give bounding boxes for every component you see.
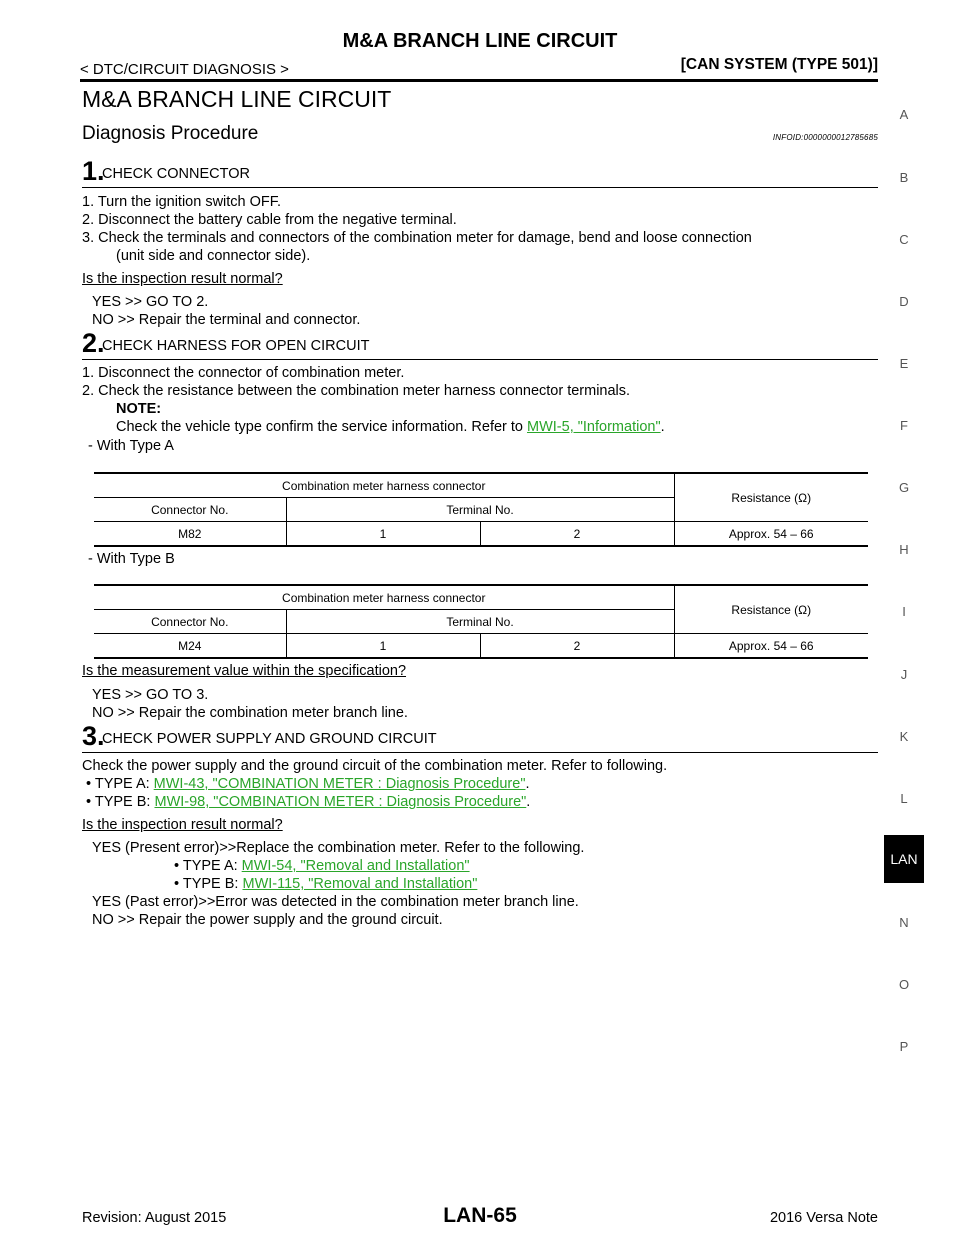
terminal-col: Terminal No. <box>285 497 674 522</box>
sidenav-h[interactable]: H <box>899 542 909 557</box>
step-2-question: Is the measurement value within the spec… <box>82 663 407 679</box>
note-end: . <box>660 419 665 435</box>
note-text: Check the vehicle type confirm the servi… <box>116 418 665 436</box>
resistance-value: Approx. 54 – 66 <box>673 633 868 659</box>
step-2-item-2: 2. Check the resistance between the comb… <box>82 383 631 399</box>
step-title: CHECK CONNECTOR <box>102 166 250 182</box>
step-1-item-3-cont: (unit side and connector side). <box>116 248 311 264</box>
resistance-table-a: Combination meter harness connector Resi… <box>94 472 868 547</box>
step-title: CHECK HARNESS FOR OPEN CIRCUIT <box>102 338 370 354</box>
note-label: NOTE: <box>116 401 162 417</box>
sidenav-g[interactable]: G <box>898 480 910 495</box>
resistance-header: Resistance (Ω) <box>673 472 868 522</box>
sub-a-prefix: • TYPE A: <box>174 858 242 874</box>
section-title: M&A BRANCH LINE CIRCUIT <box>82 86 392 112</box>
sidenav-a[interactable]: A <box>899 107 909 122</box>
step-1-item-2: 2. Disconnect the battery cable from the… <box>82 212 457 228</box>
type-a-prefix: • TYPE A: <box>86 776 154 792</box>
sidenav-d[interactable]: D <box>899 294 909 309</box>
step-1-yes: YES >> GO TO 2. <box>92 294 209 310</box>
sidenav-n[interactable]: N <box>899 915 909 930</box>
terminal-1: 1 <box>285 521 480 547</box>
info-id: INFOID:0000000012785685 <box>772 133 878 142</box>
step-3-sub-b: • TYPE B: MWI-115, "Removal and Installa… <box>174 875 477 893</box>
procedure-title: Diagnosis Procedure <box>82 123 259 144</box>
sidenav-l[interactable]: L <box>900 791 908 806</box>
connector-col: Connector No. <box>94 497 286 522</box>
step-2-no: NO >> Repair the combination meter branc… <box>92 705 408 721</box>
step-2-yes: YES >> GO TO 3. <box>92 687 209 703</box>
step-3-sub-a: • TYPE A: MWI-54, "Removal and Installat… <box>174 857 470 875</box>
step-1-item-3: 3. Check the terminals and connectors of… <box>82 230 752 246</box>
type-a-removal-link[interactable]: MWI-54, "Removal and Installation" <box>241 858 470 874</box>
type-a-diagnosis-link[interactable]: MWI-43, "COMBINATION METER : Diagnosis P… <box>153 776 526 792</box>
sidenav-b[interactable]: B <box>899 170 909 185</box>
active-section-tab[interactable]: LAN <box>884 835 924 883</box>
step-2-header: 2. CHECK HARNESS FOR OPEN CIRCUIT <box>82 328 878 360</box>
step-2-item-1: 1. Disconnect the connector of combinati… <box>82 365 405 381</box>
terminal-col: Terminal No. <box>285 609 674 634</box>
step-3-yes-past: YES (Past error)>>Error was detected in … <box>92 894 579 910</box>
sidenav-i[interactable]: I <box>902 604 906 619</box>
connector-value: M82 <box>94 521 286 547</box>
sidenav-k[interactable]: K <box>899 729 909 744</box>
sidenav-j[interactable]: J <box>900 667 908 682</box>
note-text-body: Check the vehicle type confirm the servi… <box>116 419 528 435</box>
punct: . <box>525 776 530 792</box>
step-1-header: 1. CHECK CONNECTOR <box>82 156 878 188</box>
terminal-2: 2 <box>479 633 674 659</box>
connector-value: M24 <box>94 633 286 659</box>
step-1-no: NO >> Repair the terminal and connector. <box>92 312 361 328</box>
information-link[interactable]: MWI-5, "Information" <box>527 419 661 435</box>
step-title: CHECK POWER SUPPLY AND GROUND CIRCUIT <box>102 731 437 747</box>
resistance-header: Resistance (Ω) <box>673 584 868 634</box>
type-b-label: - With Type B <box>88 551 175 567</box>
revision-label: Revision: August 2015 <box>82 1210 227 1226</box>
punct: . <box>526 794 531 810</box>
step-3-question: Is the inspection result normal? <box>82 817 283 833</box>
breadcrumb: < DTC/CIRCUIT DIAGNOSIS > <box>80 61 289 78</box>
step-3-type-a: • TYPE A: MWI-43, "COMBINATION METER : D… <box>86 775 530 793</box>
header-rule <box>80 79 878 82</box>
step-number: 2. <box>82 328 105 358</box>
table-header: Combination meter harness connector <box>94 584 674 610</box>
step-1-question: Is the inspection result normal? <box>82 271 283 287</box>
sidenav-e[interactable]: E <box>899 356 909 371</box>
step-3-type-b: • TYPE B: MWI-98, "COMBINATION METER : D… <box>86 793 530 811</box>
step-number: 1. <box>82 156 105 186</box>
page-number: LAN-65 <box>443 1204 517 1227</box>
sidenav-o[interactable]: O <box>898 977 910 992</box>
resistance-table-b: Combination meter harness connector Resi… <box>94 584 868 659</box>
type-a-label: - With Type A <box>88 438 174 454</box>
sidenav-c[interactable]: C <box>899 232 909 247</box>
step-number: 3. <box>82 721 105 751</box>
sidenav-f[interactable]: F <box>900 418 908 433</box>
sidenav-p[interactable]: P <box>899 1039 909 1054</box>
running-title: M&A BRANCH LINE CIRCUIT <box>342 30 618 52</box>
model-label: 2016 Versa Note <box>769 1210 878 1226</box>
table-header: Combination meter harness connector <box>94 472 674 498</box>
terminal-2: 2 <box>479 521 674 547</box>
step-3-header: 3. CHECK POWER SUPPLY AND GROUND CIRCUIT <box>82 721 878 753</box>
sub-b-prefix: • TYPE B: <box>174 876 243 892</box>
type-b-diagnosis-link[interactable]: MWI-98, "COMBINATION METER : Diagnosis P… <box>154 794 527 810</box>
step-3-intro: Check the power supply and the ground ci… <box>82 758 668 774</box>
connector-col: Connector No. <box>94 609 286 634</box>
step-3-no: NO >> Repair the power supply and the gr… <box>92 912 443 928</box>
step-3-yes-present: YES (Present error)>>Replace the combina… <box>92 840 585 856</box>
terminal-1: 1 <box>285 633 480 659</box>
system-label: [CAN SYSTEM (TYPE 501)] <box>680 56 878 73</box>
resistance-value: Approx. 54 – 66 <box>673 521 868 547</box>
step-1-item-1: 1. Turn the ignition switch OFF. <box>82 194 282 210</box>
type-b-removal-link[interactable]: MWI-115, "Removal and Installation" <box>242 876 478 892</box>
type-b-prefix: • TYPE B: <box>86 794 155 810</box>
